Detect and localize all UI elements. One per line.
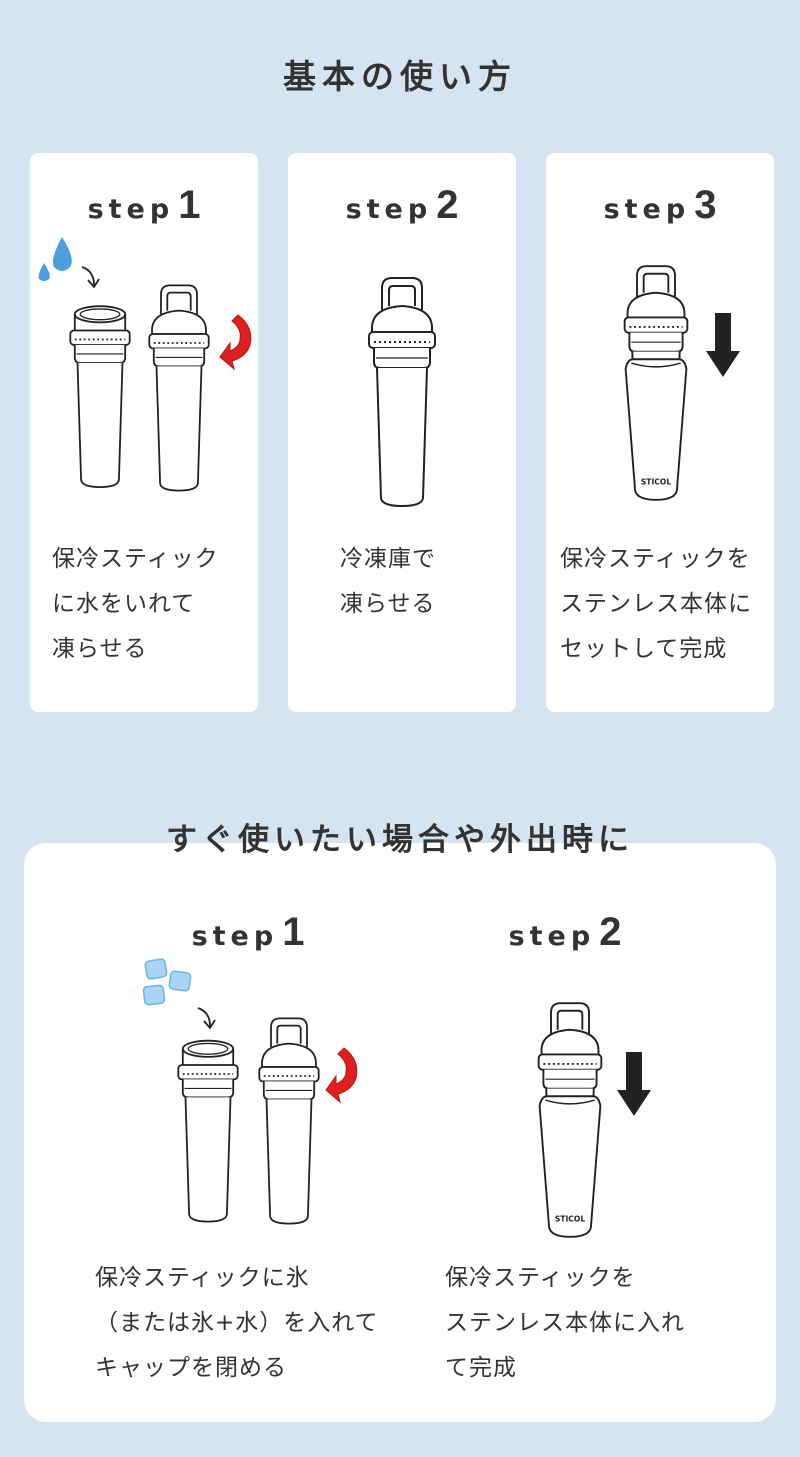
open-cooling-stick-illustration <box>177 1039 239 1223</box>
quick-use-section <box>24 843 776 1422</box>
stick-in-sleeve-illustration: STICOL <box>618 258 694 508</box>
page-title: 基本の使い方 <box>283 57 517 96</box>
step-number: 2 <box>599 910 622 954</box>
step-number: 1 <box>282 910 305 954</box>
capped-cooling-stick-illustration <box>258 1017 320 1225</box>
capped-cooling-stick-illustration <box>368 277 436 507</box>
step-number: 2 <box>436 183 459 227</box>
step-word: step <box>87 194 175 225</box>
water-drops-icon <box>38 237 72 281</box>
step-word: step <box>508 921 596 952</box>
step-word: step <box>603 194 691 225</box>
step-number: 3 <box>694 183 717 227</box>
down-curved-arrow-icon <box>81 266 100 288</box>
down-arrow-icon <box>706 313 740 377</box>
sleeve-brand-label: STICOL <box>641 478 672 487</box>
step-description: 保冷スティックを ステンレス本体に入れ て完成 <box>445 1265 685 1381</box>
step-description: 保冷スティックに氷 （または氷+水）を入れて キャップを閉める <box>95 1265 379 1381</box>
step-word: step <box>191 921 279 952</box>
open-cooling-stick-illustration <box>69 305 131 489</box>
red-rotate-arrow-icon <box>219 314 252 370</box>
red-rotate-arrow-icon <box>325 1047 358 1103</box>
capped-cooling-stick-illustration <box>148 284 210 492</box>
step-word: step <box>345 194 433 225</box>
section-title: すぐ使いたい場合や外出時に <box>166 822 634 858</box>
stick-in-sleeve-illustration: STICOL <box>532 1000 608 1240</box>
step-description: 冷凍庫で 凍らせる <box>340 546 436 617</box>
step-description: 保冷スティックを ステンレス本体に セットして完成 <box>560 546 752 662</box>
sleeve-brand-label: STICOL <box>555 1215 586 1224</box>
ice-cubes-icon <box>142 958 192 1006</box>
step-number: 1 <box>178 183 201 227</box>
down-arrow-icon <box>617 1052 651 1116</box>
step-description: 保冷スティック に水をいれて 凍らせる <box>52 546 219 662</box>
